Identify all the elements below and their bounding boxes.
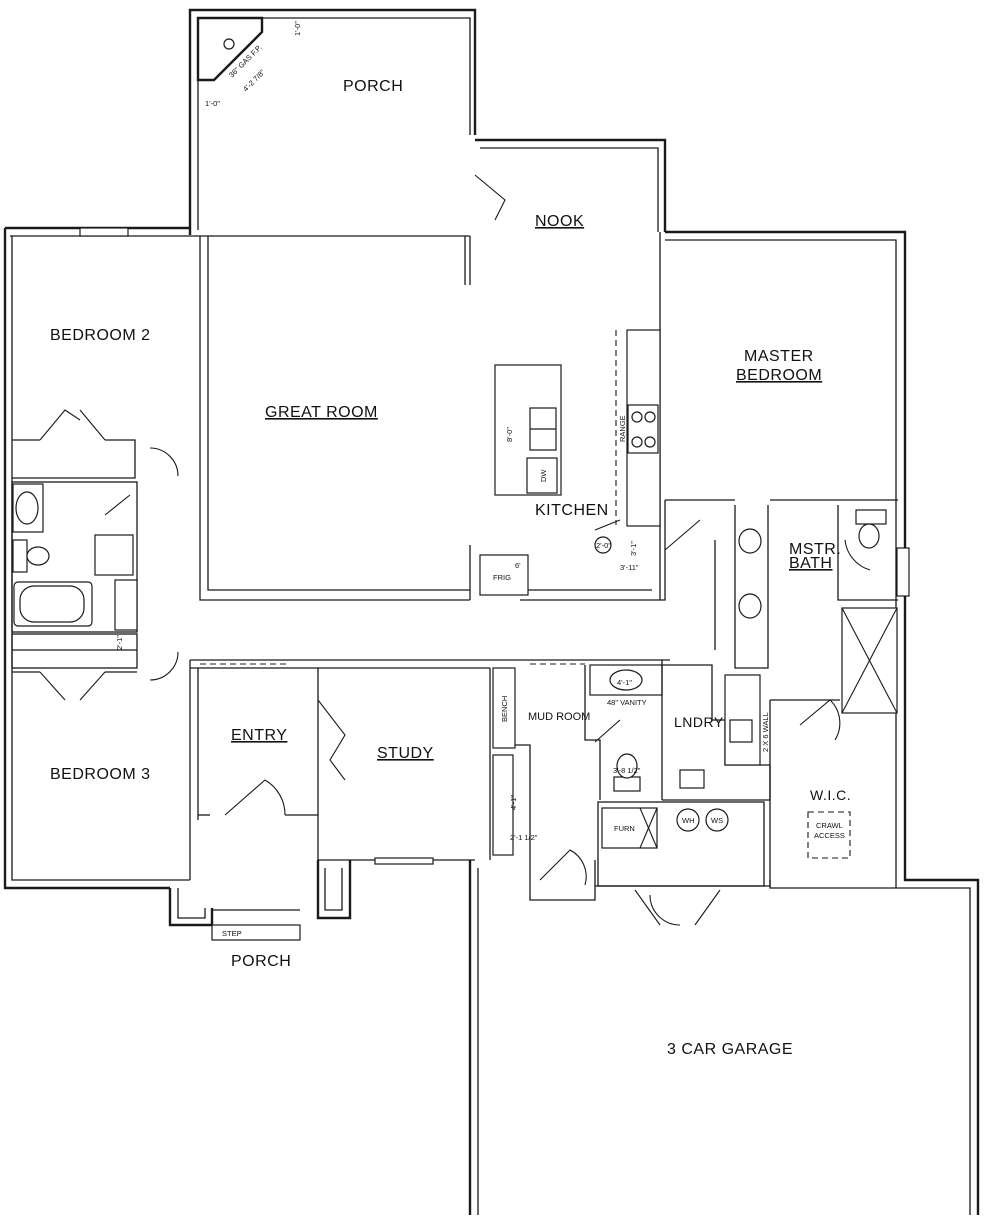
note-step: STEP bbox=[222, 929, 242, 938]
label-great-room: GREAT ROOM bbox=[265, 404, 378, 421]
furnace bbox=[601, 807, 658, 849]
master-toilet bbox=[858, 523, 880, 549]
note-lndry-dim: 2 X 6 WALL bbox=[761, 712, 770, 752]
note-ws: WS bbox=[711, 816, 723, 825]
label-bedroom-2: BEDROOM 2 bbox=[50, 327, 151, 344]
note-dim-1-0-a: 1'-0" bbox=[293, 21, 302, 36]
half-bath-sink bbox=[609, 669, 643, 691]
master-sink-2 bbox=[738, 593, 762, 619]
note-island-dim: 8'-0" bbox=[505, 427, 514, 442]
label-study: STUDY bbox=[377, 745, 434, 762]
great-room-walls bbox=[199, 236, 470, 601]
note-frig: FRIG bbox=[493, 573, 511, 582]
note-sink-dim: 2'-0" bbox=[596, 541, 611, 550]
note-vanity-dim: 4'-1" bbox=[617, 678, 632, 687]
label-mstr-bath-1: MSTR. bbox=[789, 541, 841, 558]
crawl-access-box bbox=[807, 811, 851, 859]
porch-top-outline bbox=[188, 8, 477, 235]
master-bath-walls bbox=[734, 505, 769, 669]
front-porch-walls bbox=[168, 888, 214, 927]
label-kitchen: KITCHEN bbox=[535, 502, 609, 519]
note-furn: FURN bbox=[614, 824, 635, 833]
corner-sink bbox=[594, 536, 612, 554]
note-dim-1-0-b: 1'-0" bbox=[205, 99, 220, 108]
nook-outline bbox=[475, 138, 667, 232]
note-mud-dim-a: 4'-1" bbox=[509, 795, 518, 810]
hall-bath bbox=[11, 481, 138, 633]
note-vanity: 48" VANITY bbox=[607, 698, 647, 707]
note-wh: WH bbox=[682, 816, 695, 825]
master-sink-1 bbox=[738, 528, 762, 554]
label-nook: NOOK bbox=[535, 213, 584, 230]
label-porch-top: PORCH bbox=[343, 78, 403, 95]
label-garage: 3 CAR GARAGE bbox=[667, 1041, 793, 1058]
note-crawl-1: CRAWL bbox=[816, 821, 843, 830]
note-toilet-dim: 3'-8 1/2" bbox=[613, 766, 641, 775]
label-entry: ENTRY bbox=[231, 727, 287, 744]
label-bedroom-3: BEDROOM 3 bbox=[50, 766, 151, 783]
label-mstr-bath-2: BATH bbox=[789, 555, 832, 572]
refrigerator bbox=[479, 554, 529, 596]
half-bath-toilet bbox=[616, 753, 638, 779]
label-lndry: LNDRY bbox=[674, 714, 724, 730]
note-frig-dim: 6' bbox=[515, 561, 521, 570]
walls bbox=[3, 8, 980, 1215]
hall-bath-toilet bbox=[26, 546, 50, 566]
label-wic: W.I.C. bbox=[810, 787, 851, 803]
left-exterior bbox=[3, 228, 170, 890]
note-kitchen-dim-a: 3'-11" bbox=[620, 563, 639, 572]
dashed-lines bbox=[200, 239, 851, 859]
room-labels: PORCH NOOK BEDROOM 2 GREAT ROOM MASTER B… bbox=[50, 78, 851, 1058]
note-crawl-2: ACCESS bbox=[814, 831, 845, 840]
label-mud-room: MUD ROOM bbox=[528, 711, 590, 723]
water-softener bbox=[705, 808, 729, 832]
note-bath-dim: 2'-1" bbox=[115, 635, 124, 650]
step bbox=[211, 924, 301, 941]
note-dw: DW bbox=[539, 469, 548, 482]
note-kitchen-dim-b: 3'-1" bbox=[629, 541, 638, 556]
dishwasher bbox=[526, 457, 558, 494]
note-bench: BENCH bbox=[500, 696, 509, 722]
fireplace-symbol bbox=[223, 38, 235, 50]
note-range: RANGE bbox=[618, 415, 627, 442]
master-top bbox=[665, 230, 980, 1215]
bench bbox=[492, 667, 516, 749]
note-mud-dim-b: 2'-1 1/2" bbox=[510, 833, 538, 842]
label-master-bedroom-1: MASTER bbox=[744, 348, 814, 365]
water-heater bbox=[676, 808, 700, 832]
label-porch-bottom: PORCH bbox=[231, 953, 291, 970]
doors bbox=[39, 174, 871, 926]
note-fireplace-dim: 4'-2 7/8" bbox=[241, 67, 267, 93]
label-master-bedroom-2: BEDROOM bbox=[736, 367, 822, 384]
fireplace-box bbox=[196, 16, 264, 82]
fixtures bbox=[12, 38, 887, 849]
laundry-sink bbox=[729, 719, 753, 743]
